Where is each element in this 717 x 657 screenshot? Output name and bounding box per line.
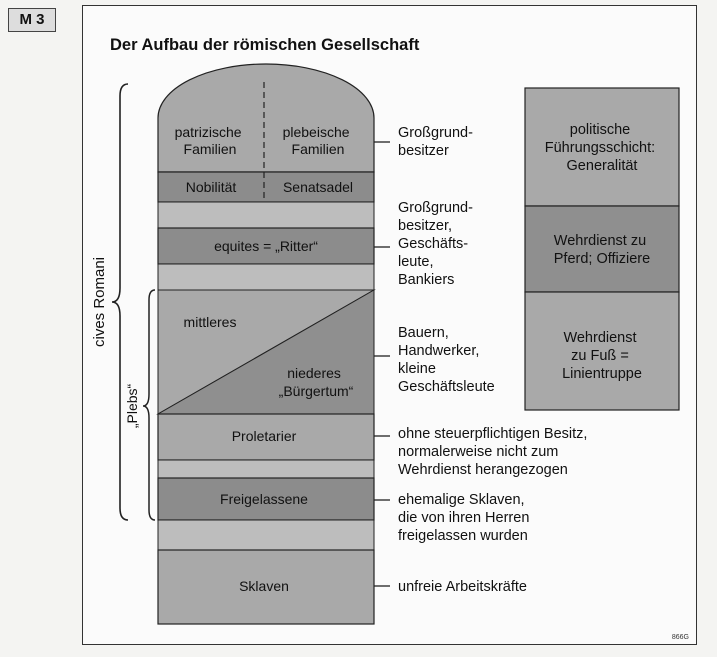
cives-brace (111, 83, 129, 521)
society-column (156, 63, 376, 625)
connector-lines (374, 141, 390, 587)
figure-code: 866G (671, 634, 689, 641)
description-equites: Großgrund- besitzer, Geschäfts- leute, B… (398, 200, 477, 288)
description-freigelassene: ehemalige Sklaven, die von ihren Herren … (398, 492, 533, 544)
sklaven-label: Sklaven (239, 578, 289, 594)
plebs-label: „Plebs“ (124, 383, 140, 428)
description-sklaven: unfreie Arbeitskräfte (398, 579, 527, 595)
nobilitaet-label: Nobilität (186, 179, 237, 195)
proletarier-label: Proletarier (232, 428, 297, 444)
military-cavalry-label: Wehrdienst zu Pferd; Offiziere (554, 233, 650, 267)
nobility-band (157, 171, 375, 203)
freigelassene-band (157, 477, 375, 521)
description-proletarier: ohne steuerpflichtigen Besitz, normalerw… (398, 426, 591, 478)
freigelassene-label: Freigelassene (220, 491, 308, 507)
infantry-box (524, 291, 680, 411)
military-column (524, 87, 680, 411)
equites-label: equites = „Ritter“ (214, 238, 318, 254)
plebs-brace (142, 289, 156, 521)
diagram-title: Der Aufbau der römischen Gesellschaft (110, 36, 420, 54)
sklaven-band (157, 549, 375, 625)
description-grossgrundbesitzer: Großgrund- besitzer (398, 125, 477, 159)
cavalry-box (524, 205, 680, 293)
description-buergertum: Bauern, Handwerker, kleine Geschäftsleut… (398, 325, 495, 395)
patrician-families-label: patrizische Familien (175, 124, 246, 157)
military-infantry-label: Wehrdienst zu Fuß = Linientruppe (562, 330, 642, 382)
material-badge: M 3 (8, 8, 56, 32)
equites-band (157, 227, 375, 265)
military-leadership-label: politische Führungsschicht: Generalität (545, 122, 659, 174)
mittleres-label: mittleres (184, 314, 237, 330)
niederes-buergertum-label: niederes „Bürgertum“ (279, 365, 354, 399)
senatsadel-label: Senatsadel (283, 179, 353, 195)
plebeian-families-label: plebeische Familien (283, 124, 354, 157)
cives-romani-label: cives Romani (91, 257, 108, 347)
leadership-box (524, 87, 680, 207)
